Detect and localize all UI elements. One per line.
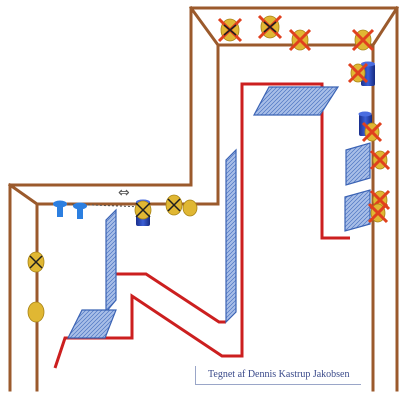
yellow-item-cluster-1 bbox=[134, 200, 152, 220]
yellow-item-left-1 bbox=[27, 251, 45, 273]
yellow-item-left-2 bbox=[27, 301, 45, 323]
author-credit: Tegnet af Dennis Kastrup Jakobsen bbox=[195, 366, 361, 385]
yellow-items bbox=[27, 14, 391, 323]
outer-wall bbox=[8, 6, 399, 392]
panel-right-upper bbox=[345, 142, 371, 186]
wall-connector-left bbox=[7, 182, 40, 207]
wall-connector-top-left bbox=[188, 5, 221, 48]
arrow-glyph: ⇔ bbox=[118, 185, 130, 201]
panel-top-right bbox=[252, 86, 340, 116]
walls bbox=[7, 5, 400, 392]
obstacle-panels bbox=[67, 86, 371, 339]
yellow-item-cluster-2 bbox=[165, 194, 183, 216]
yellow-item-cluster-3 bbox=[182, 199, 198, 217]
blue-post-1 bbox=[53, 200, 67, 217]
wall-connector-top-right bbox=[370, 5, 400, 48]
yellow-item-right-3 bbox=[369, 149, 391, 171]
yellow-item-right-2 bbox=[361, 121, 383, 143]
blue-items bbox=[53, 61, 375, 226]
inner-wall bbox=[35, 43, 375, 392]
panel-right-lower bbox=[344, 189, 371, 232]
yellow-item-top-1 bbox=[217, 17, 243, 43]
blue-post-2 bbox=[73, 202, 87, 219]
yellow-item-right-5 bbox=[367, 202, 389, 224]
yellow-item-top-4 bbox=[351, 28, 375, 52]
yellow-item-top-2 bbox=[257, 14, 283, 40]
yellow-item-right-1 bbox=[347, 62, 369, 84]
route-path-inner bbox=[116, 272, 226, 324]
panel-left-tall bbox=[105, 208, 117, 314]
panel-center-tall bbox=[225, 148, 237, 324]
yellow-item-top-3 bbox=[288, 28, 312, 52]
panel-bottom-left bbox=[67, 309, 117, 339]
